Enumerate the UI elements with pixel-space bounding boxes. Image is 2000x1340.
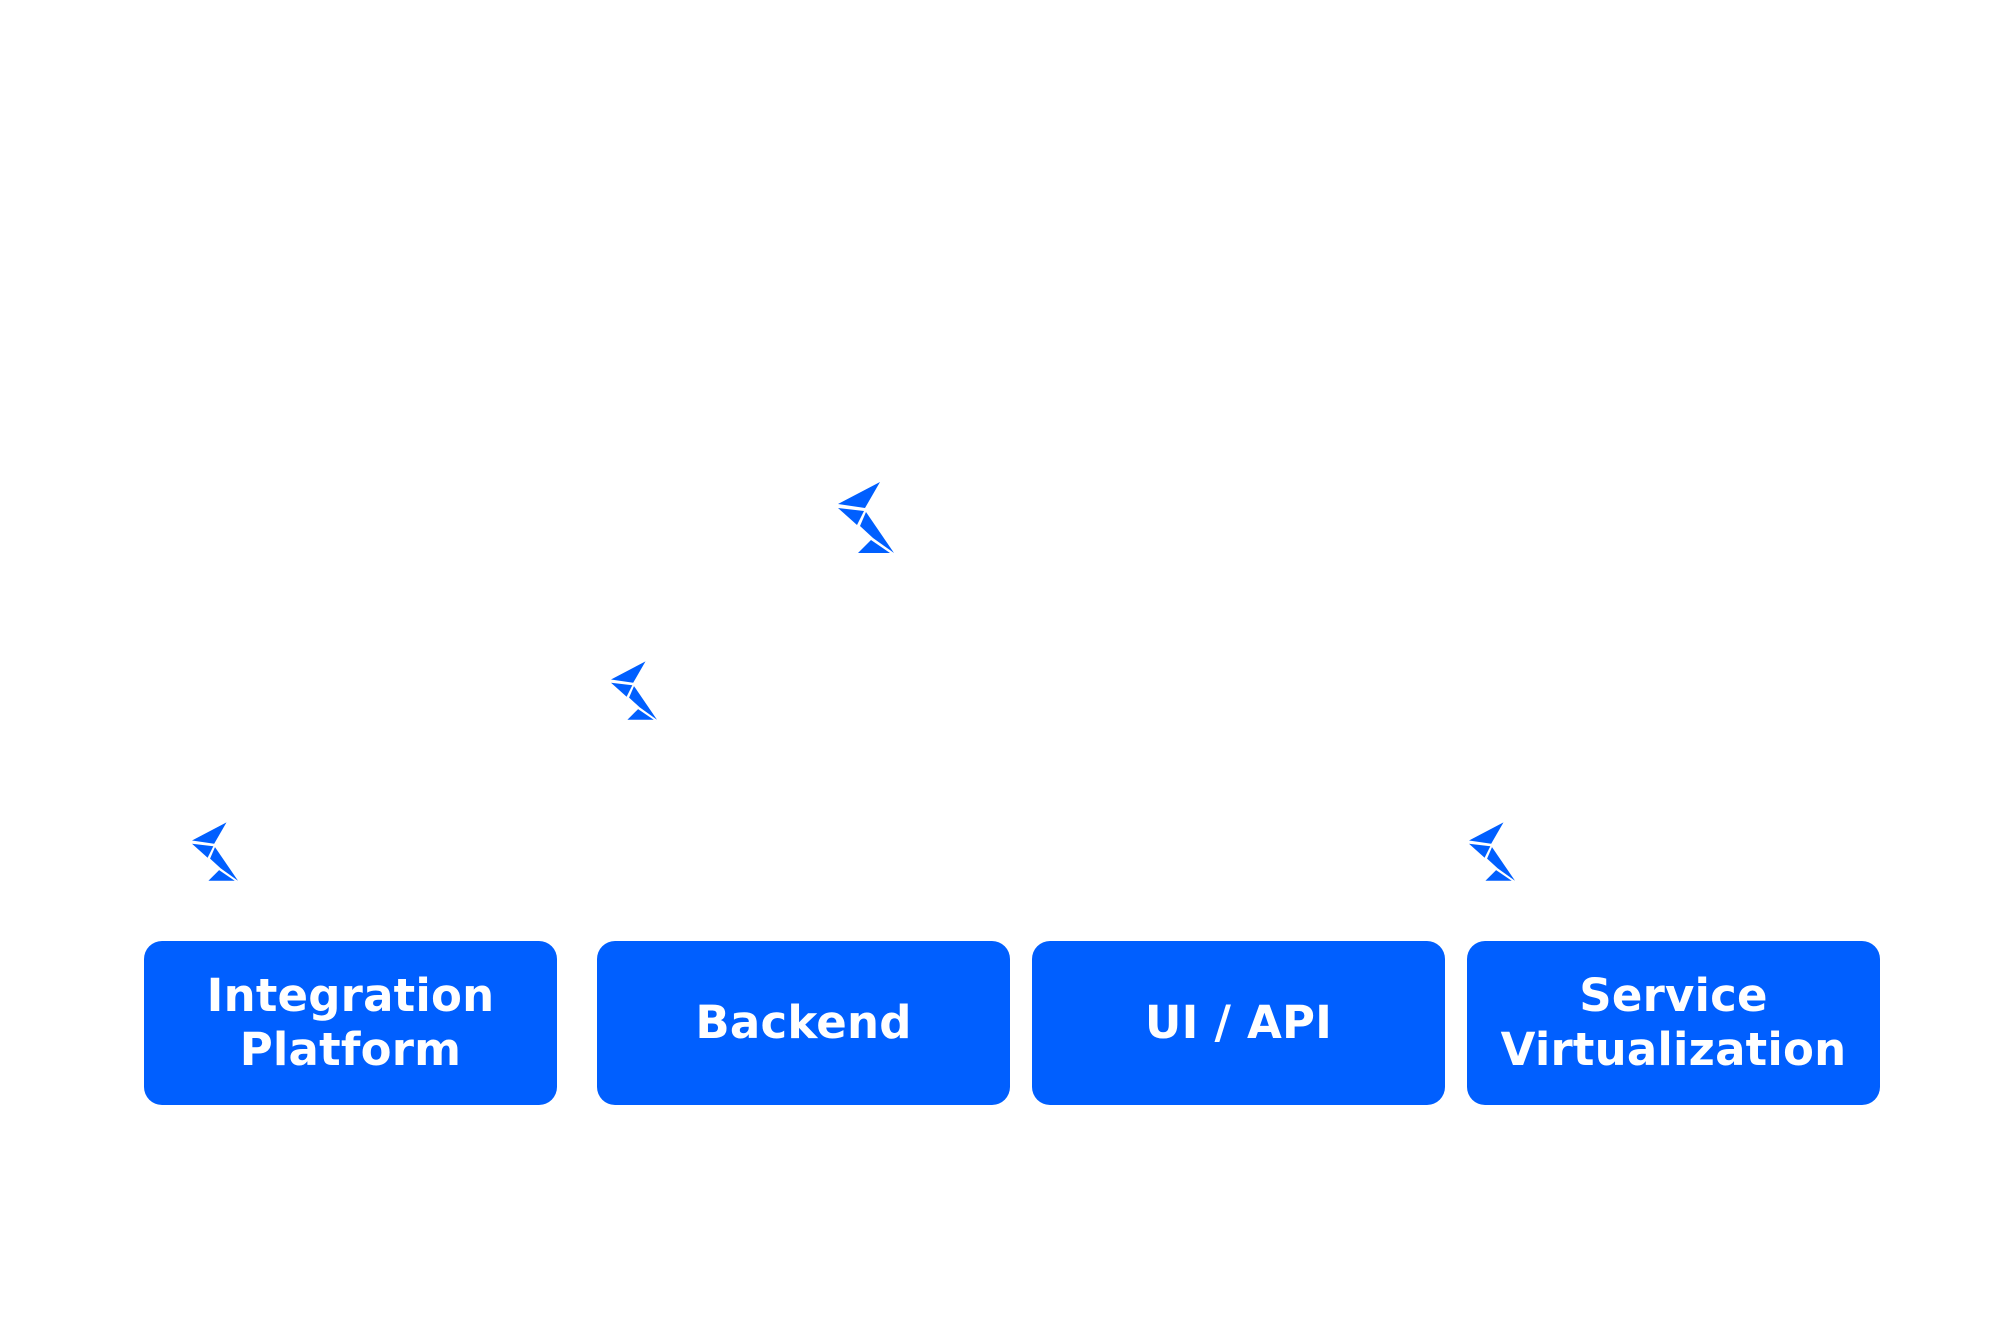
bird-logo-icon-top: [838, 482, 894, 554]
box-label: Service Virtualization: [1501, 969, 1847, 1077]
box-label-line1: Service: [1579, 969, 1768, 1022]
box-label-line1: Backend: [695, 996, 912, 1049]
box-label: Integration Platform: [207, 969, 495, 1077]
box-label-line1: UI / API: [1144, 996, 1333, 1049]
box-backend: Backend: [597, 941, 1010, 1105]
bird-logo-icon-middle: [611, 661, 657, 721]
box-label-line2: Virtualization: [1500, 1023, 1847, 1076]
box-label: Backend: [695, 996, 911, 1050]
box-label-line2: Platform: [239, 1023, 462, 1076]
box-integration-platform: Integration Platform: [144, 941, 557, 1105]
box-ui-api: UI / API: [1032, 941, 1445, 1105]
box-label: UI / API: [1145, 996, 1332, 1050]
bird-logo-icon: [192, 822, 238, 881]
bird-logo-icon: [838, 482, 894, 553]
bird-logo-icon-left: [192, 822, 238, 882]
bird-logo-icon: [1469, 822, 1515, 881]
bird-logo-icon: [611, 661, 657, 720]
bird-logo-icon-right: [1469, 822, 1515, 882]
box-label-line1: Integration: [206, 969, 495, 1022]
box-service-virtualization: Service Virtualization: [1467, 941, 1880, 1105]
